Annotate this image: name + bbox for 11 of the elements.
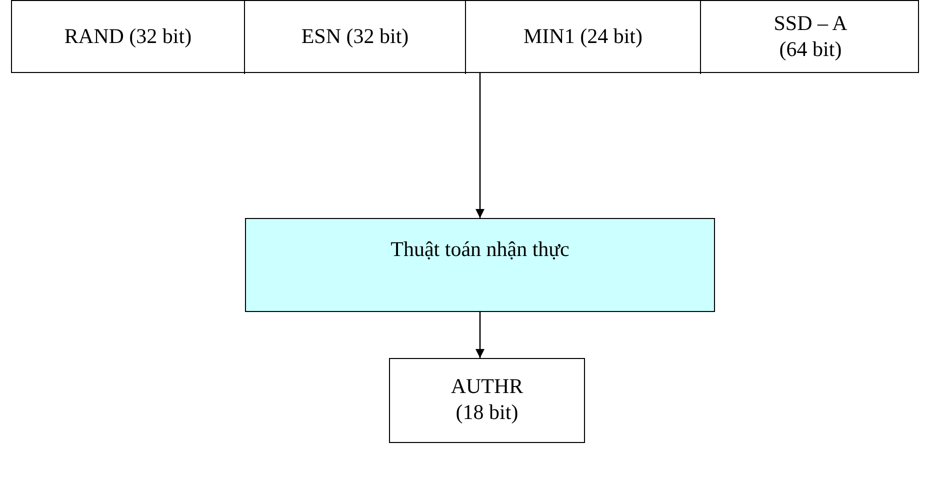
arrow [476, 73, 484, 218]
record-box [11, 0, 919, 73]
node-label: MIN1 (24 bit) [522, 23, 644, 49]
node-label: SSD – A (64 bit) [772, 10, 848, 62]
process-box [389, 358, 585, 443]
node-label: Thuật toán nhận thực [390, 236, 570, 262]
node-label: AUTHR (18 bit) [450, 373, 524, 425]
process-box [245, 218, 715, 312]
node-label: ESN (32 bit) [300, 23, 410, 49]
arrow [476, 312, 484, 358]
node-label: RAND (32 bit) [63, 23, 193, 49]
